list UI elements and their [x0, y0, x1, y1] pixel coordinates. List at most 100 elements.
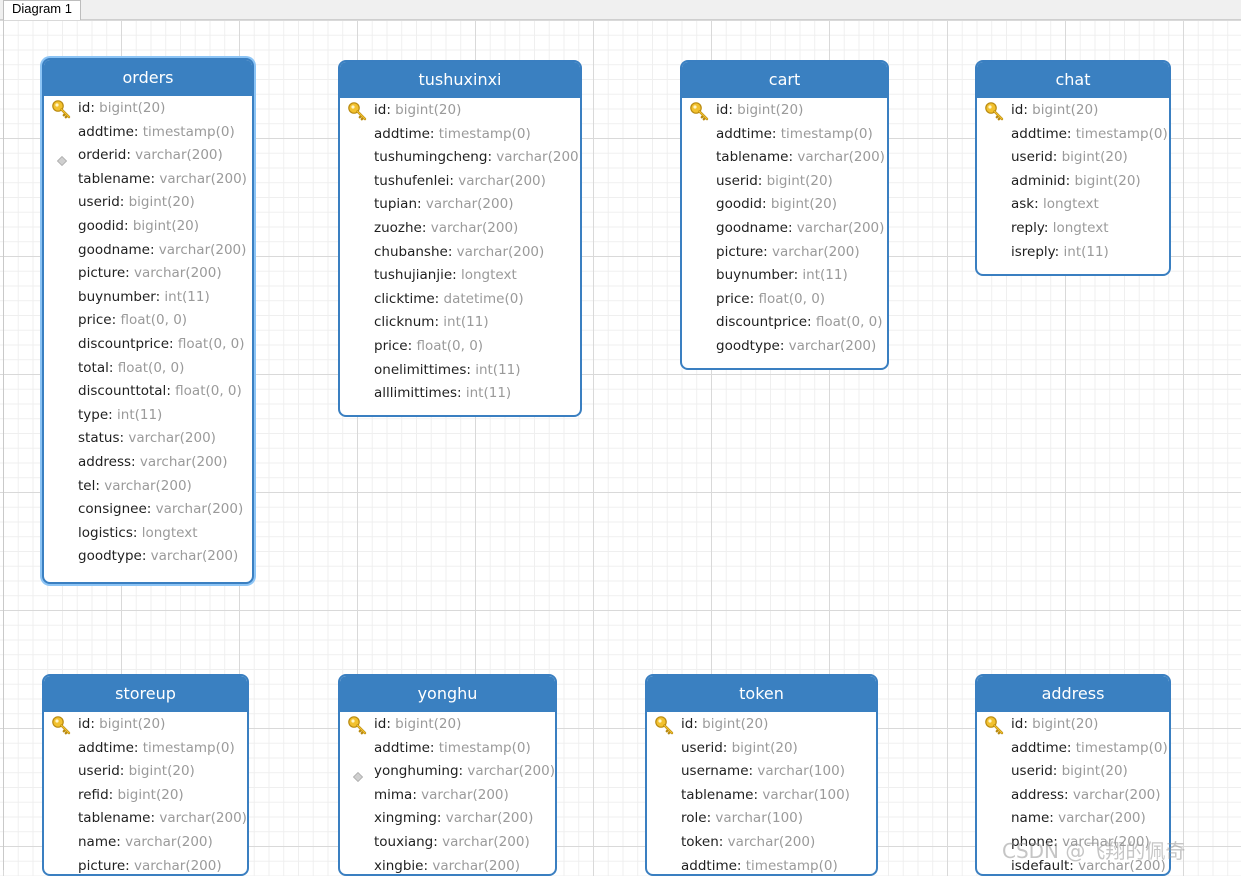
field-row[interactable]: ask: longtext — [977, 193, 1169, 217]
field-row[interactable]: mima: varchar(200) — [340, 784, 555, 808]
field-row[interactable]: refid: bigint(20) — [44, 784, 247, 808]
field-row[interactable]: userid: bigint(20) — [977, 760, 1169, 784]
field-row[interactable]: clicktime: datetime(0) — [340, 288, 580, 312]
field-row[interactable]: userid: bigint(20) — [44, 760, 247, 784]
field-row[interactable]: tushumingcheng: varchar(200) — [340, 146, 580, 170]
field-row[interactable]: addtime: timestamp(0) — [977, 737, 1169, 761]
field-row[interactable]: touxiang: varchar(200) — [340, 831, 555, 855]
field-row[interactable]: address: varchar(200) — [977, 784, 1169, 808]
primary-key-icon — [984, 715, 1004, 735]
table-title[interactable]: address — [977, 676, 1169, 712]
field-row[interactable]: id: bigint(20) — [340, 99, 580, 123]
field-row[interactable]: tablename: varchar(200) — [682, 146, 887, 170]
field-row[interactable]: userid: bigint(20) — [44, 191, 252, 215]
field-row[interactable]: adminid: bigint(20) — [977, 170, 1169, 194]
field-row[interactable]: id: bigint(20) — [977, 713, 1169, 737]
field-row[interactable]: type: int(11) — [44, 404, 252, 428]
field-name: tushujianjie — [374, 267, 453, 284]
field-row[interactable]: goodid: bigint(20) — [44, 215, 252, 239]
field-row[interactable]: id: bigint(20) — [44, 97, 252, 121]
field-row[interactable]: picture: varchar(200) — [44, 262, 252, 286]
field-row[interactable]: discountprice: float(0, 0) — [682, 311, 887, 335]
field-row[interactable]: addtime: timestamp(0) — [44, 121, 252, 145]
field-row[interactable]: userid: bigint(20) — [977, 146, 1169, 170]
field-row[interactable]: picture: varchar(200) — [682, 241, 887, 265]
field-row[interactable]: tablename: varchar(200) — [44, 807, 247, 831]
field-row[interactable]: price: float(0, 0) — [340, 335, 580, 359]
table-title[interactable]: yonghu — [340, 676, 555, 712]
field-row[interactable]: picture: varchar(200) — [44, 855, 247, 874]
field-row[interactable]: tablename: varchar(200) — [44, 168, 252, 192]
field-row[interactable]: logistics: longtext — [44, 522, 252, 546]
table-title[interactable]: token — [647, 676, 876, 712]
field-row[interactable]: id: bigint(20) — [977, 99, 1169, 123]
field-row[interactable]: tel: varchar(200) — [44, 475, 252, 499]
field-row[interactable]: chubanshe: varchar(200) — [340, 241, 580, 265]
field-row[interactable]: xingbie: varchar(200) — [340, 855, 555, 874]
field-name: goodtype — [78, 548, 142, 565]
field-row[interactable]: clicknum: int(11) — [340, 311, 580, 335]
table-title[interactable]: tushuxinxi — [340, 62, 580, 98]
field-row[interactable]: consignee: varchar(200) — [44, 498, 252, 522]
field-row[interactable]: id: bigint(20) — [340, 713, 555, 737]
field-row[interactable]: goodtype: varchar(200) — [682, 335, 887, 359]
field-row[interactable]: goodtype: varchar(200) — [44, 545, 252, 569]
field-row[interactable]: tupian: varchar(200) — [340, 193, 580, 217]
field-row[interactable]: addtime: timestamp(0) — [682, 123, 887, 147]
field-row[interactable]: goodname: varchar(200) — [682, 217, 887, 241]
field-row[interactable]: userid: bigint(20) — [682, 170, 887, 194]
field-row[interactable]: discountprice: float(0, 0) — [44, 333, 252, 357]
field-row[interactable]: total: float(0, 0) — [44, 357, 252, 381]
field-row[interactable]: price: float(0, 0) — [44, 309, 252, 333]
field-row[interactable]: onelimittimes: int(11) — [340, 359, 580, 383]
field-row[interactable]: buynumber: int(11) — [44, 286, 252, 310]
field-row[interactable]: id: bigint(20) — [682, 99, 887, 123]
field-row[interactable]: name: varchar(200) — [977, 807, 1169, 831]
field-row[interactable]: token: varchar(200) — [647, 831, 876, 855]
field-row[interactable]: address: varchar(200) — [44, 451, 252, 475]
field-row[interactable]: tablename: varchar(100) — [647, 784, 876, 808]
field-row[interactable]: buynumber: int(11) — [682, 264, 887, 288]
field-row[interactable]: status: varchar(200) — [44, 427, 252, 451]
field-row[interactable]: tushufenlei: varchar(200) — [340, 170, 580, 194]
field-row[interactable]: discounttotal: float(0, 0) — [44, 380, 252, 404]
table-title[interactable]: storeup — [44, 676, 247, 712]
field-row[interactable]: addtime: timestamp(0) — [647, 855, 876, 874]
field-row[interactable]: alllimittimes: int(11) — [340, 382, 580, 406]
field-row[interactable]: zuozhe: varchar(200) — [340, 217, 580, 241]
field-row[interactable]: goodname: varchar(200) — [44, 239, 252, 263]
field-row[interactable]: orderid: varchar(200) — [44, 144, 252, 168]
field-row[interactable]: id: bigint(20) — [44, 713, 247, 737]
field-row[interactable]: phone: varchar(200) — [977, 831, 1169, 855]
field-row[interactable]: addtime: timestamp(0) — [977, 123, 1169, 147]
field-row[interactable]: tushujianjie: longtext — [340, 264, 580, 288]
field-row[interactable]: addtime: timestamp(0) — [44, 737, 247, 761]
primary-key-icon — [347, 101, 367, 121]
field-row[interactable]: username: varchar(100) — [647, 760, 876, 784]
field-row[interactable]: addtime: timestamp(0) — [340, 123, 580, 147]
field-row[interactable]: xingming: varchar(200) — [340, 807, 555, 831]
tab-diagram-1[interactable]: Diagram 1 — [3, 0, 81, 20]
field-row[interactable]: role: varchar(100) — [647, 807, 876, 831]
field-row[interactable]: name: varchar(200) — [44, 831, 247, 855]
field-row[interactable]: price: float(0, 0) — [682, 288, 887, 312]
field-separator: : — [1066, 739, 1076, 756]
table-title[interactable]: cart — [682, 62, 887, 98]
field-row[interactable]: id: bigint(20) — [647, 713, 876, 737]
field-row[interactable]: reply: longtext — [977, 217, 1169, 241]
field-row[interactable]: userid: bigint(20) — [647, 737, 876, 761]
field-row[interactable]: isreply: int(11) — [977, 241, 1169, 265]
table-title[interactable]: chat — [977, 62, 1169, 98]
field-row[interactable]: yonghuming: varchar(200) — [340, 760, 555, 784]
field-row[interactable]: addtime: timestamp(0) — [340, 737, 555, 761]
field-row[interactable]: goodid: bigint(20) — [682, 193, 887, 217]
table-title[interactable]: orders — [44, 60, 252, 96]
